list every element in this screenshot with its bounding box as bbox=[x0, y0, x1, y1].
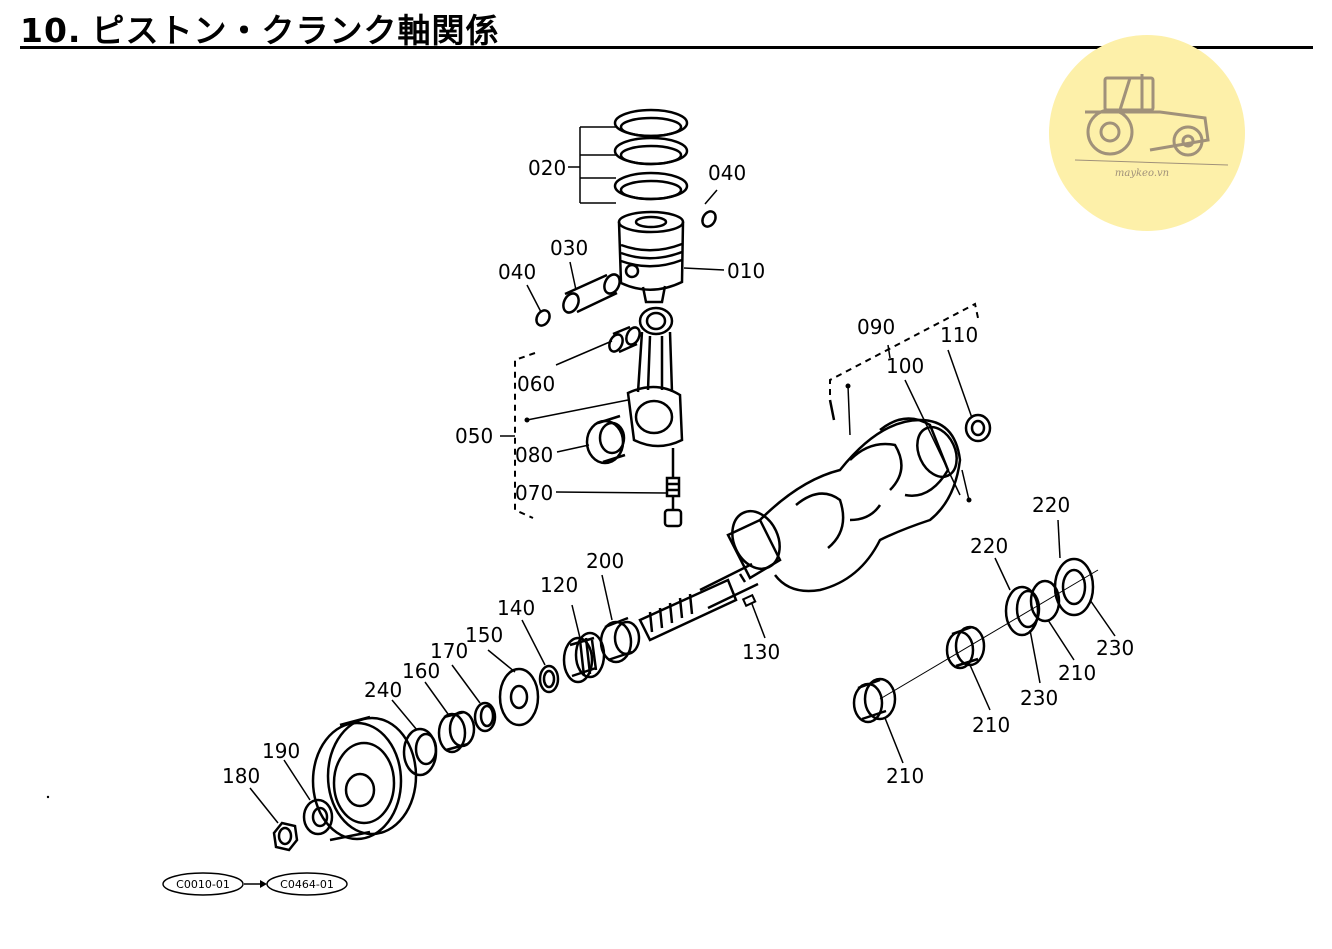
main-bearing-mid bbox=[945, 625, 986, 670]
piston-rings bbox=[613, 108, 689, 201]
label-100: 100 bbox=[886, 354, 924, 378]
watermark-circle bbox=[1049, 35, 1245, 231]
leader-dots bbox=[524, 383, 972, 503]
piston bbox=[617, 210, 685, 304]
page-title: 10.ピストン・クランク軸関係 bbox=[20, 4, 499, 52]
circlip-left bbox=[535, 309, 551, 327]
seal-240 bbox=[402, 727, 438, 777]
label-140: 140 bbox=[497, 596, 535, 620]
label-090: 090 bbox=[857, 315, 895, 339]
oring-170 bbox=[473, 701, 497, 733]
crank-gear-120 bbox=[562, 631, 606, 684]
washer-140 bbox=[538, 664, 560, 694]
collar-160 bbox=[437, 710, 476, 754]
section-number: 10. bbox=[20, 11, 82, 50]
title-underline bbox=[20, 46, 1313, 49]
part-labels: 020 040 030 010 040 060 050 080 070 090 … bbox=[222, 156, 1134, 788]
label-120: 120 bbox=[540, 573, 578, 597]
connecting-rod bbox=[626, 306, 684, 448]
label-170: 170 bbox=[430, 639, 468, 663]
watermark: maykeo.vn bbox=[1049, 35, 1245, 231]
tractor-icon bbox=[1074, 74, 1229, 166]
thrust-washer bbox=[1053, 557, 1095, 617]
label-130: 130 bbox=[742, 640, 780, 664]
label-080: 080 bbox=[515, 443, 553, 467]
label-210-lower: 210 bbox=[886, 764, 924, 788]
label-180: 180 bbox=[222, 764, 260, 788]
label-040-right: 040 bbox=[708, 161, 746, 185]
crank-group-bracket bbox=[829, 302, 979, 395]
conrod-group-bracket bbox=[514, 352, 536, 519]
label-220-upper: 220 bbox=[1032, 493, 1070, 517]
big-end-bearing bbox=[585, 414, 626, 465]
label-230-right: 230 bbox=[1096, 636, 1134, 660]
ring-bracket bbox=[568, 126, 616, 204]
reference-to[interactable]: C0464-01 bbox=[280, 878, 334, 891]
piston-pin bbox=[562, 273, 621, 314]
reference-from[interactable]: C0010-01 bbox=[176, 878, 230, 891]
reference-to-oval bbox=[266, 872, 348, 896]
small-end-bushing bbox=[608, 325, 641, 354]
rod-bolt bbox=[663, 448, 683, 528]
label-160: 160 bbox=[402, 659, 440, 683]
label-070: 070 bbox=[515, 481, 553, 505]
pulley bbox=[311, 715, 418, 842]
reference-from-oval bbox=[162, 872, 244, 896]
crank-key bbox=[741, 593, 757, 608]
nut-180 bbox=[272, 821, 299, 852]
label-150: 150 bbox=[465, 623, 503, 647]
main-bearing-upper bbox=[1004, 579, 1061, 637]
bearing-axis bbox=[879, 569, 1099, 700]
label-030: 030 bbox=[550, 236, 588, 260]
label-110: 110 bbox=[940, 323, 978, 347]
arrow-right-icon bbox=[260, 880, 267, 888]
washer-190 bbox=[302, 798, 334, 836]
label-040-left: 040 bbox=[498, 260, 536, 284]
label-240: 240 bbox=[364, 678, 402, 702]
label-230-left: 230 bbox=[1020, 686, 1058, 710]
label-010: 010 bbox=[727, 259, 765, 283]
pilot-bearing bbox=[964, 413, 992, 443]
label-060: 060 bbox=[517, 372, 555, 396]
label-210-right: 210 bbox=[1058, 661, 1096, 685]
circlip-right bbox=[701, 210, 717, 228]
label-220-lower: 220 bbox=[970, 534, 1008, 558]
main-bearing-lower bbox=[852, 677, 897, 724]
leader-lines bbox=[249, 189, 1116, 824]
label-210-mid: 210 bbox=[972, 713, 1010, 737]
plate-150 bbox=[498, 667, 540, 727]
reference-callouts: C0010-01 C0464-01 bbox=[162, 872, 348, 896]
label-020: 020 bbox=[528, 156, 566, 180]
label-050: 050 bbox=[455, 424, 493, 448]
label-200: 200 bbox=[586, 549, 624, 573]
label-190: 190 bbox=[262, 739, 300, 763]
watermark-text: maykeo.vn bbox=[1115, 168, 1169, 179]
crankshaft bbox=[638, 399, 962, 642]
section-title: ピストン・クランク軸関係 bbox=[91, 11, 500, 50]
bearing-200 bbox=[599, 616, 641, 664]
